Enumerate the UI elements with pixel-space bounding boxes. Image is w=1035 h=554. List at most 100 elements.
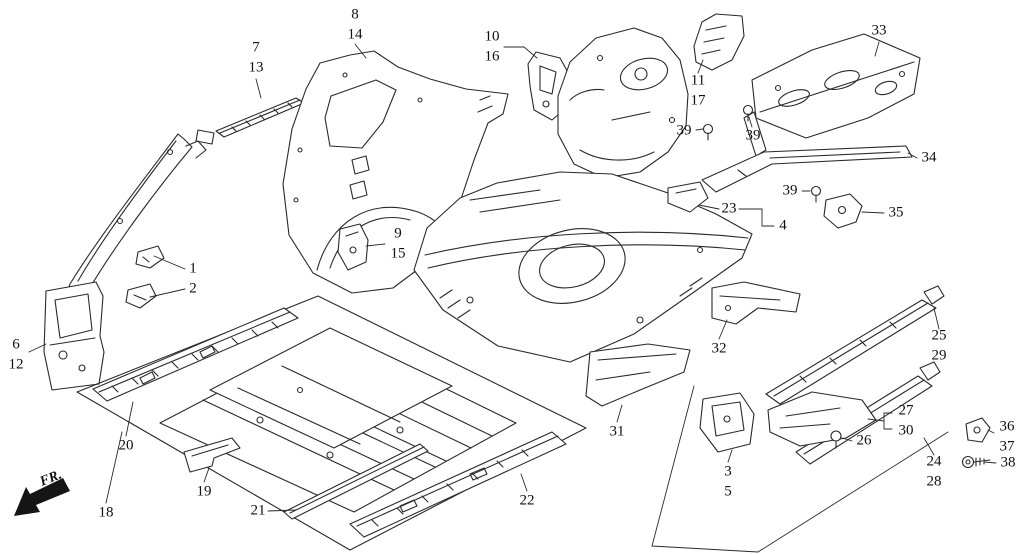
part-number-19: 19 [196,483,212,500]
part-brackets-1-2 [125,245,165,309]
part-number-3: 3 [724,463,732,480]
part-number-33: 33 [871,22,887,39]
callout-32: 32 [711,340,727,357]
part-crossmember-21 [283,443,429,520]
part-number-31: 31 [609,423,625,440]
part-number-9: 9 [394,225,402,242]
part-brace-34 [701,111,913,193]
part-number-12: 12 [8,356,24,373]
part-number-22: 22 [519,492,535,509]
part-number-26: 26 [856,432,872,449]
part-number-37: 37 [999,438,1015,455]
callout-21: 21 [250,502,266,519]
part-number-11: 11 [690,72,706,89]
part-number-39: 39 [782,182,798,199]
part-bolt-38 [961,455,991,469]
part-cowl-side-6-12 [43,281,105,391]
part-number-23: 23 [721,200,737,217]
callout-38: 38 [1000,454,1016,471]
part-number-30: 30 [898,422,914,439]
part-number-29: 29 [931,347,947,364]
part-number-21: 21 [250,502,266,519]
part-number-28: 28 [926,473,942,490]
part-rear-floor-4 [413,171,753,363]
part-number-20: 20 [118,437,134,454]
part-number-4: 4 [779,217,787,234]
part-crossmember-19 [183,437,241,473]
callout-23: 23 [721,200,737,217]
callout-39-c: 39 [782,182,798,199]
part-number-25: 25 [931,327,947,344]
part-number-32: 32 [711,340,727,357]
part-number-8: 8 [351,6,359,23]
callout-34: 34 [921,149,937,166]
part-bracket-35 [823,193,863,229]
callout-39-b: 39 [745,127,761,144]
part-number-17: 17 [690,92,706,109]
callout-4: 4 [779,217,787,234]
callout-35: 35 [888,204,904,221]
part-number-27: 27 [898,402,914,419]
part-number-15: 15 [390,245,406,262]
part-front-pillar [63,133,207,304]
part-bracket-27-30 [767,391,877,447]
part-number-5: 5 [724,483,732,500]
part-number-39: 39 [745,127,761,144]
part-sill-inner-20 [92,307,299,402]
part-number-39: 39 [676,122,692,139]
part-number-7: 7 [252,39,260,56]
bracket-cluster-enclosure [651,385,949,553]
part-number-14: 14 [347,26,363,43]
callout-20: 20 [118,437,134,454]
callout-22: 22 [519,492,535,509]
part-number-6: 6 [12,336,20,353]
part-number-35: 35 [888,204,904,221]
callout-19: 19 [196,483,212,500]
leader-lines [28,41,997,512]
callout-39-a: 39 [676,122,692,139]
part-number-1: 1 [189,260,197,277]
callout-31: 31 [609,423,625,440]
part-bracket-32 [711,281,801,325]
callout-33: 33 [871,22,887,39]
part-clip-36-37 [965,417,991,443]
part-floor-panel-front [209,327,453,449]
part-bracket-3-5 [699,392,755,453]
part-number-38: 38 [1000,454,1016,471]
callout-26: 26 [856,432,872,449]
part-bracket-11-17 [693,13,745,71]
part-number-24: 24 [926,453,942,470]
part-number-16: 16 [484,48,500,65]
part-number-34: 34 [921,149,937,166]
part-fasteners-39 [702,104,822,203]
part-gusset-9-15 [337,223,369,271]
part-wheelhouse [557,27,689,179]
part-rear-panel-33 [751,33,921,139]
part-sill-22 [349,431,567,538]
part-number-13: 13 [248,59,264,76]
part-number-10: 10 [484,28,500,45]
part-number-36: 36 [999,418,1015,435]
part-rail-25-29 [765,285,945,405]
part-number-18: 18 [98,504,114,521]
part-roof-rail-7-13 [195,97,305,145]
part-number-2: 2 [189,280,197,297]
part-crossmember-31 [585,343,691,407]
part-clip-26 [830,430,842,449]
fr-arrow-icon [14,478,70,516]
fr-indicator: FR. [14,467,70,516]
